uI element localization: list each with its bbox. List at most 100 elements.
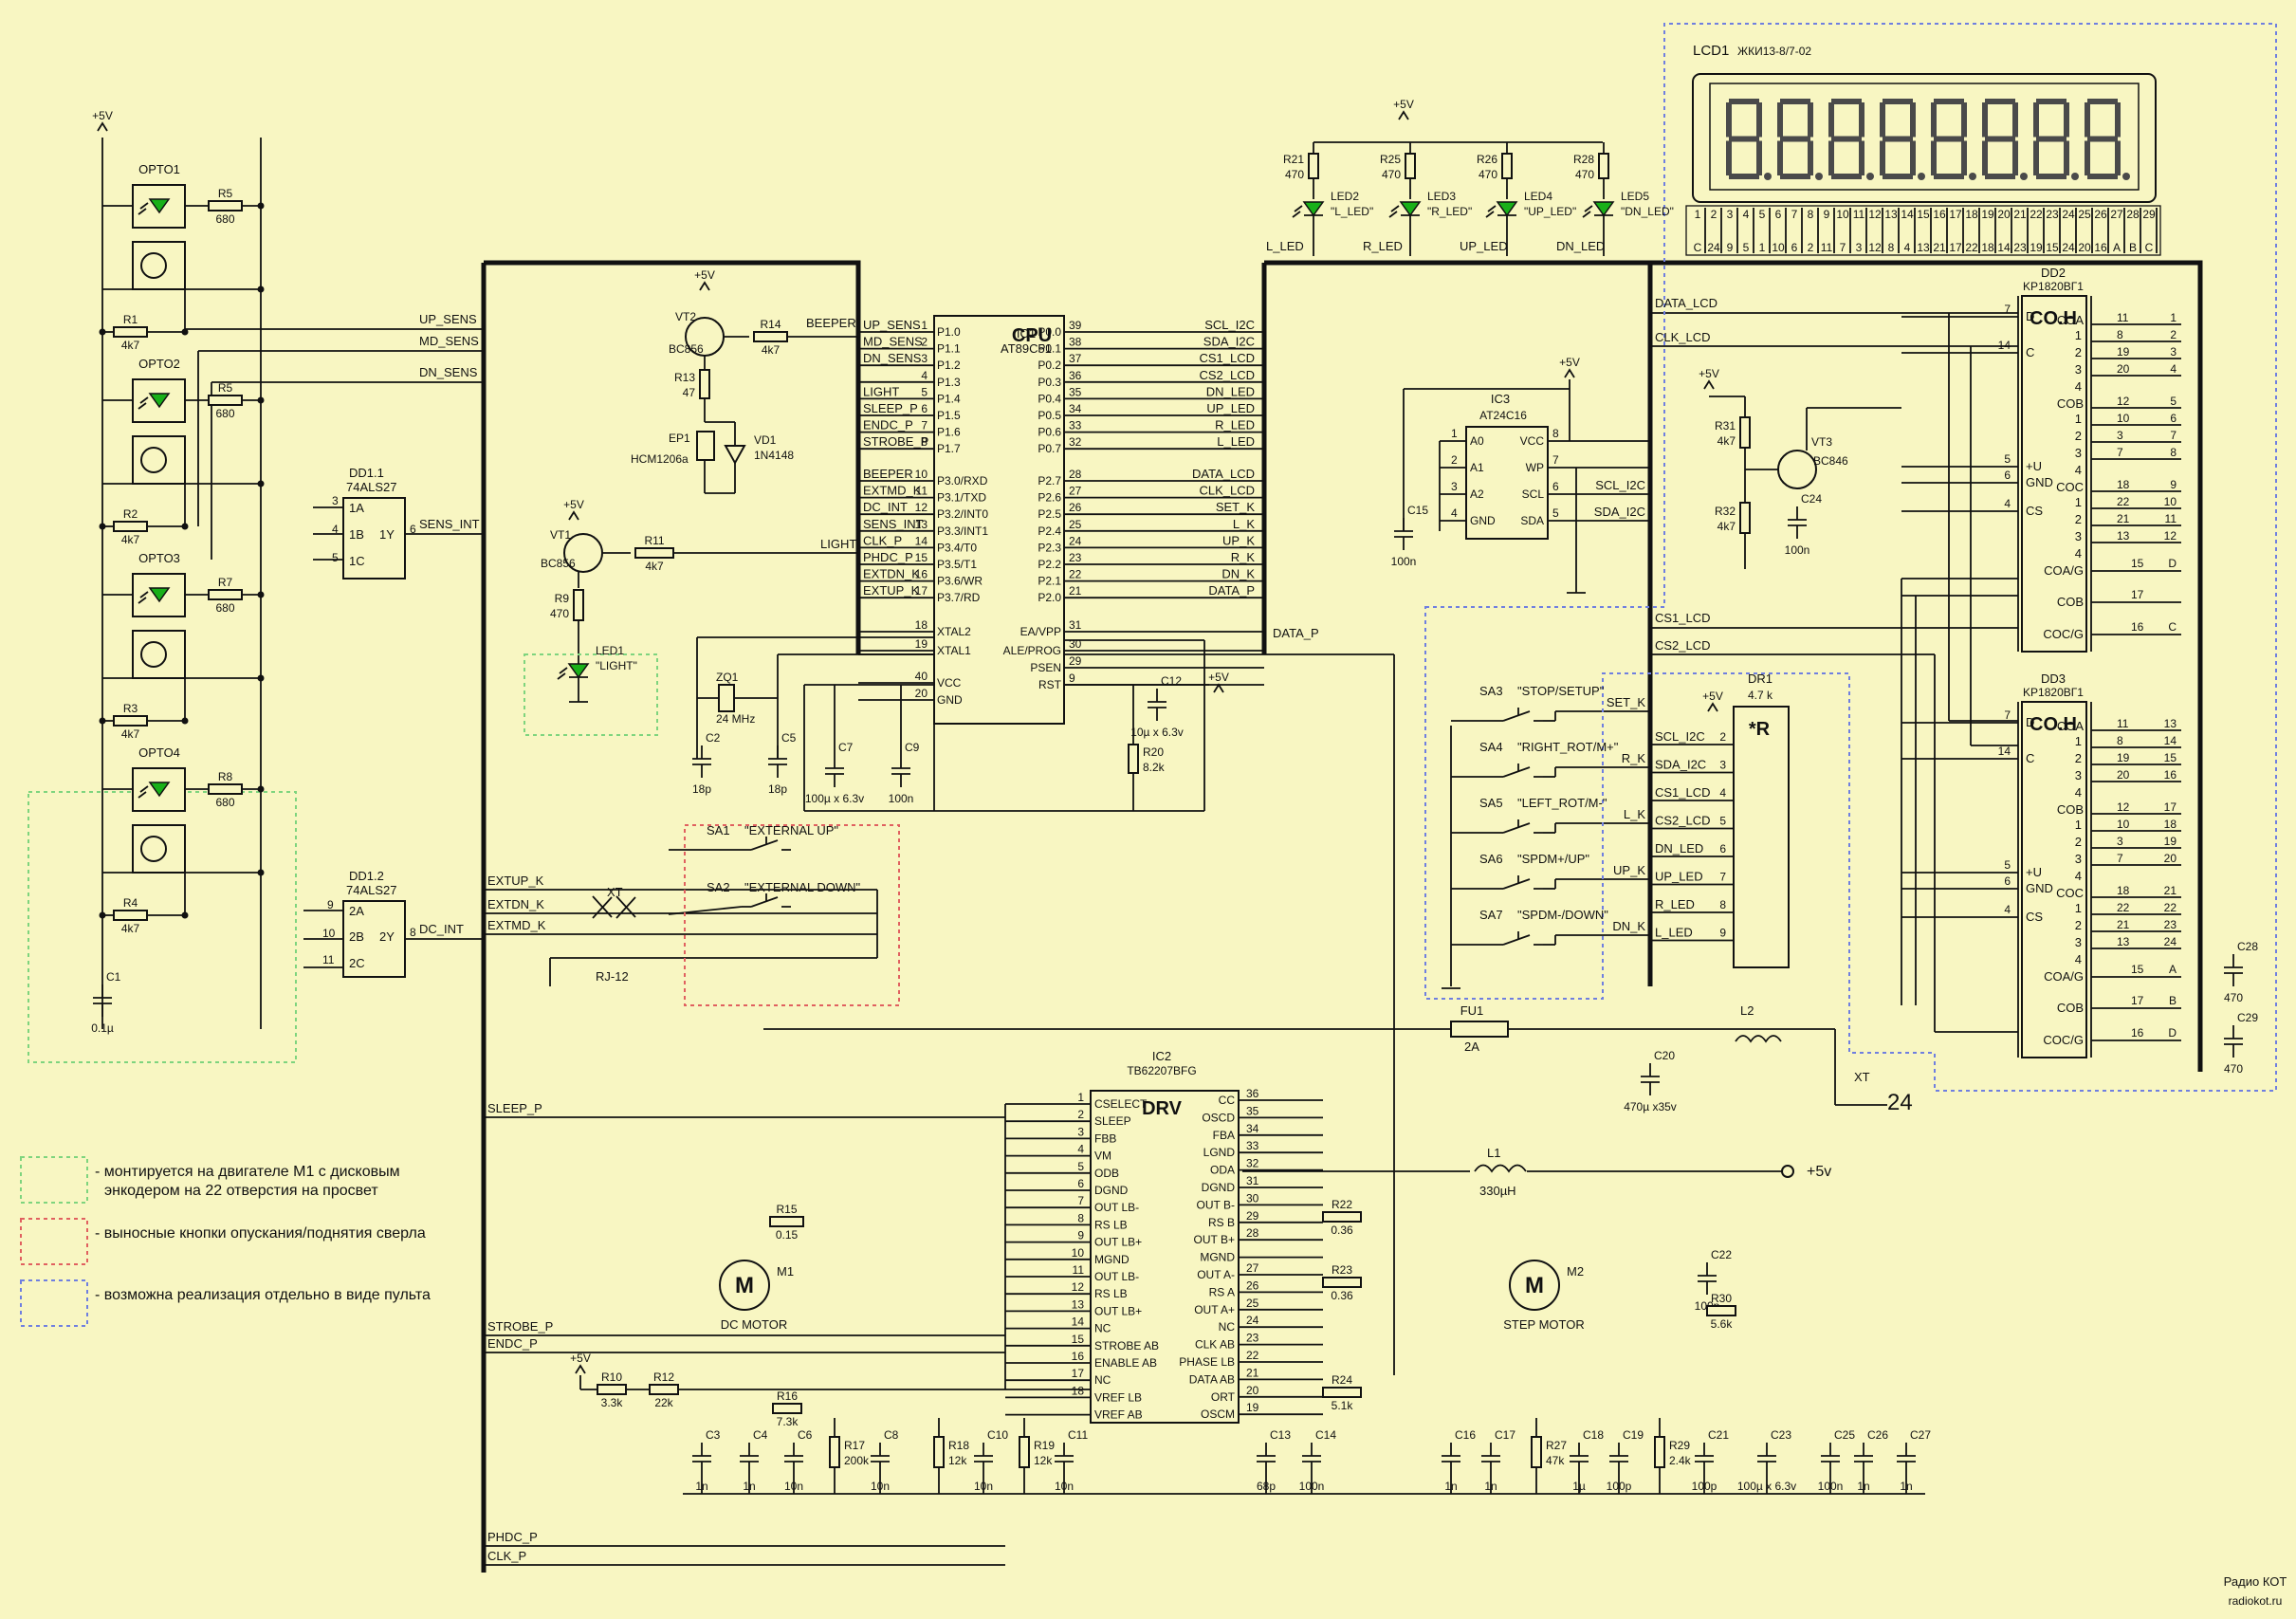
capacitor-ref: C27 [1910,1428,1931,1442]
capacitor-ref: C20 [1654,1049,1675,1062]
pin-num: 19 [2117,345,2130,359]
lcd-digit [2085,99,2130,180]
net-label: R_K [1622,751,1646,765]
resistor-value: 4k7 [762,343,781,357]
resistor [113,715,148,727]
pin-num: 5 [2004,452,2011,466]
inductor-icon [1474,1164,1527,1173]
lcd-pin-num: 19 [1981,208,1994,221]
chip-ref: DD2 [2041,266,2066,280]
capacitor-value: 100µ x 6.3v [1737,1480,1796,1493]
resistor-value: 4k7 [1717,434,1736,448]
vcc-arrow [97,121,108,132]
net-label: SENS_INT [863,517,924,531]
lcd-pin-net: 5 [1743,241,1750,254]
lcd-segment [1729,99,1759,104]
pin-net: 23 [2164,918,2177,931]
pin-num: 2 [2075,918,2082,932]
junction-dot [99,911,106,919]
switch-label: "SPDM-/DOWN" [1517,908,1608,922]
lcd-segment [2087,136,2118,142]
resistor-value: 12k [1034,1454,1053,1467]
pin-num: 1 [2075,495,2082,509]
wire [484,260,861,654]
resistor [1501,153,1513,179]
chip-ic2-driver [1090,1090,1240,1424]
led-label: "R_LED" [1427,205,1472,218]
net-label: LIGHT [820,537,856,551]
schematic-components: - монтируется на двигателе M1 с дисковым… [20,23,2287,1608]
lcd-ref: LCD1 [1693,43,1729,59]
net-label: DC_INT [419,922,464,936]
resistor-ref: R21 [1283,153,1304,166]
crystal-ref: ZQ1 [716,671,739,684]
light-region [523,653,658,736]
capacitor-value: 1n [1484,1480,1497,1493]
pin-num: 2 [921,336,928,349]
pin-num: 20 [2117,362,2130,376]
pin-num: 2 [1077,1108,1084,1121]
net-label: EXTDN_K [863,567,920,581]
pin-label: P2.4 [1038,524,1061,538]
resistor-value: 2.4k [1669,1454,1692,1467]
led-ref: LED3 [1427,190,1456,203]
lcd-dot [2071,173,2079,180]
resistor-ref: R22 [1332,1198,1352,1211]
pin-num: 4 [2004,903,2011,916]
resistor-value: 200k [844,1454,870,1467]
pin-num: 3 [2075,446,2082,460]
switch-ref: SA5 [1479,796,1503,810]
lcd-segment [1780,99,1810,104]
resistor-value: 3.3k [601,1396,624,1409]
resistor-value: 470 [1382,168,1401,181]
pin-num: 5 [332,551,339,564]
pin-num: 23 [1069,551,1082,564]
pin-label: RST [1038,678,1062,691]
lcd-digit [1726,99,1772,180]
lcd-segment [2087,99,2118,104]
capacitor-value: 470µ x35v [1624,1100,1677,1113]
pin-label: OUT LB+ [1094,1304,1142,1317]
pin-num: 3 [2117,429,2123,442]
pin-net: 17 [2164,800,2177,814]
pin-label: D [2026,715,2034,729]
power-terminal [1781,1165,1794,1178]
capacitor-value: 0.1µ [91,1021,114,1035]
pin-num: 6 [2004,874,2011,888]
capacitor-value: 100n [889,792,914,805]
capacitor-value: 1µ [1572,1480,1586,1493]
chip-part: 74ALS27 [346,480,397,494]
resistor-ref: R27 [1546,1439,1567,1452]
capacitor-ref: C12 [1161,674,1182,688]
junction-dot [99,523,106,530]
motor-ref: M1 [777,1264,794,1279]
net-label: ENDC_P [487,1336,538,1351]
switch-ref: SA4 [1479,740,1503,754]
pin-label: 2A [349,904,364,918]
resistor [1739,416,1751,449]
capacitor-ref: C16 [1455,1428,1476,1442]
photo-transistor-icon [140,252,167,279]
lcd-segment [1982,140,1988,175]
net-label: UP_LED [1655,870,1703,884]
pin-num: 16 [2131,620,2144,634]
pin-net: 1 [2170,311,2177,324]
diode-ref: VD1 [754,433,777,447]
capacitor-value: 100n [1818,1480,1844,1493]
lcd-pin-num: 3 [1727,208,1734,221]
lcd-pin-num: 22 [2030,208,2043,221]
pin-label: C [2026,751,2034,765]
resistor-value: 5.6k [1711,1317,1734,1331]
resistor-ref: R5 [218,187,233,200]
legend-text: - монтируется на двигателе M1 с дисковым [95,1164,400,1180]
capacitor-value: 100p [1692,1480,1717,1493]
resistor [1128,744,1139,774]
net-label: R_K [1231,550,1256,564]
lcd-digit [1982,99,2028,180]
lcd-dot [2020,173,2028,180]
motor-symbol: M [1525,1273,1544,1298]
pin-num: 22 [1246,1349,1259,1362]
lcd-segment [2036,174,2066,179]
lcd-segment [1729,136,1759,142]
lcd-segment [1726,102,1732,138]
